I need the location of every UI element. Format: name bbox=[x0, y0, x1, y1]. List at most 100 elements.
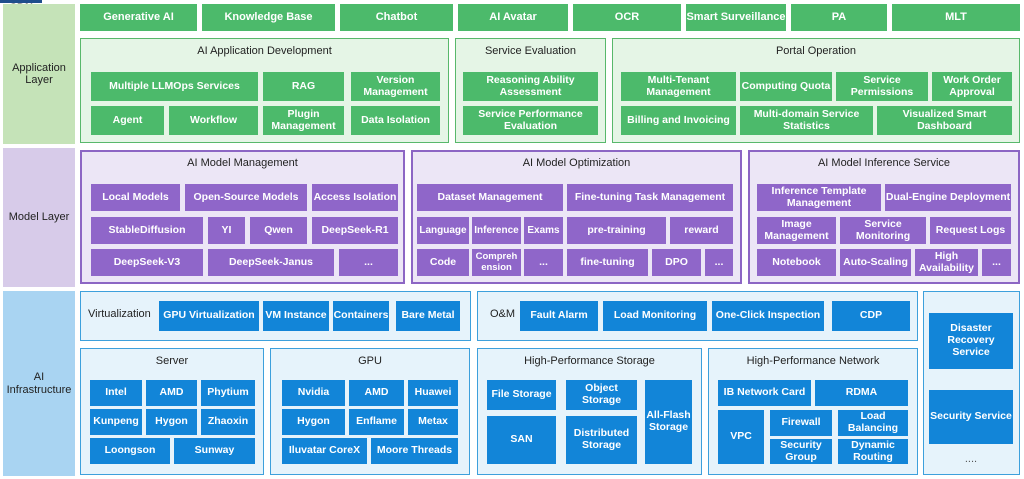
model-inf-dual-engine[interactable]: Dual-Engine Deployment bbox=[885, 184, 1011, 211]
server-hygon[interactable]: Hygon bbox=[146, 409, 197, 435]
om-one-click-inspection[interactable]: One-Click Inspection bbox=[712, 301, 824, 331]
model-opt-more-1[interactable]: ... bbox=[524, 249, 563, 276]
gpu-enflame[interactable]: Enflame bbox=[349, 409, 404, 435]
model-deepseek-janus[interactable]: DeepSeek-Janus bbox=[208, 249, 334, 276]
server-amd[interactable]: AMD bbox=[146, 380, 197, 406]
model-opt-language[interactable]: Language bbox=[417, 217, 469, 244]
model-inf-request-logs[interactable]: Request Logs bbox=[930, 217, 1011, 244]
gpu-amd[interactable]: AMD bbox=[349, 380, 404, 406]
model-opt-reward[interactable]: reward bbox=[670, 217, 733, 244]
model-opt-dpo[interactable]: DPO bbox=[652, 249, 701, 276]
server-sunway[interactable]: Sunway bbox=[174, 438, 255, 464]
model-yi[interactable]: YI bbox=[208, 217, 245, 244]
model-opt-fine-tuning[interactable]: fine-tuning bbox=[567, 249, 648, 276]
model-opt-more-2[interactable]: ... bbox=[705, 249, 733, 276]
model-deepseek-r1[interactable]: DeepSeek-R1 bbox=[312, 217, 398, 244]
storage-title: High-Performance Storage bbox=[524, 355, 655, 367]
app-dev-agent[interactable]: Agent bbox=[91, 106, 164, 135]
model-opt-finetuning-task[interactable]: Fine-tuning Task Management bbox=[567, 184, 733, 211]
portal-multi-domain-stats[interactable]: Multi-domain Service Statistics bbox=[740, 106, 873, 135]
network-rdma[interactable]: RDMA bbox=[815, 380, 908, 406]
network-load-balancing[interactable]: Load Balancing bbox=[838, 410, 908, 436]
model-opt-comprehension[interactable]: Comprehension bbox=[472, 249, 521, 276]
model-inf-template-management[interactable]: Inference Template Management bbox=[757, 184, 881, 211]
gpu-iluvatar-corex[interactable]: Iluvatar CoreX bbox=[282, 438, 367, 464]
portal-work-order-approval[interactable]: Work Order Approval bbox=[932, 72, 1012, 101]
model-inf-high-availability[interactable]: High Availability bbox=[915, 249, 978, 276]
om-load-monitoring[interactable]: Load Monitoring bbox=[603, 301, 707, 331]
portal-multi-tenant[interactable]: Multi-Tenant Management bbox=[621, 72, 736, 101]
server-zhaoxin[interactable]: Zhaoxin bbox=[201, 409, 255, 435]
app-dev-data-isolation[interactable]: Data Isolation bbox=[351, 106, 440, 135]
model-inf-image-management[interactable]: Image Management bbox=[757, 217, 836, 244]
model-opt-exams[interactable]: Exams bbox=[524, 217, 563, 244]
portal-computing-quota[interactable]: Computing Quota bbox=[740, 72, 832, 101]
server-loongson[interactable]: Loongson bbox=[90, 438, 170, 464]
model-mgmt-title: AI Model Management bbox=[187, 157, 298, 169]
model-open-source-models[interactable]: Open-Source Models bbox=[185, 184, 307, 211]
gpu-nvidia[interactable]: Nvidia bbox=[282, 380, 345, 406]
server-intel[interactable]: Intel bbox=[90, 380, 142, 406]
server-kunpeng[interactable]: Kunpeng bbox=[90, 409, 142, 435]
model-inf-more[interactable]: ... bbox=[982, 249, 1011, 276]
model-inf-notebook[interactable]: Notebook bbox=[757, 249, 836, 276]
app-ai-avatar[interactable]: AI Avatar bbox=[458, 4, 568, 31]
app-ocr[interactable]: OCR bbox=[573, 4, 681, 31]
security-service[interactable]: Security Service bbox=[929, 390, 1013, 444]
app-chatbot[interactable]: Chatbot bbox=[340, 4, 453, 31]
model-inf-service-monitoring[interactable]: Service Monitoring bbox=[840, 217, 926, 244]
app-knowledge-base[interactable]: Knowledge Base bbox=[202, 4, 335, 31]
app-dev-title: AI Application Development bbox=[197, 45, 332, 57]
virt-title: Virtualization bbox=[88, 308, 151, 320]
model-opt-pre-training[interactable]: pre-training bbox=[567, 217, 666, 244]
service-eval-reasoning[interactable]: Reasoning Ability Assessment bbox=[463, 72, 598, 101]
virt-vm-instance[interactable]: VM Instance bbox=[263, 301, 329, 331]
network-security-group[interactable]: Security Group bbox=[770, 439, 832, 464]
model-access-isolation[interactable]: Access Isolation bbox=[312, 184, 398, 211]
gpu-moore-threads[interactable]: Moore Threads bbox=[371, 438, 458, 464]
disaster-recovery-service[interactable]: Disaster Recovery Service bbox=[929, 313, 1013, 369]
storage-distributed[interactable]: Distributed Storage bbox=[566, 416, 637, 464]
om-fault-alarm[interactable]: Fault Alarm bbox=[520, 301, 598, 331]
model-opt-dataset-management[interactable]: Dataset Management bbox=[417, 184, 563, 211]
virt-gpu-virtualization[interactable]: GPU Virtualization bbox=[159, 301, 259, 331]
gpu-hygon[interactable]: Hygon bbox=[282, 409, 345, 435]
app-generative-ai[interactable]: Generative AI bbox=[80, 4, 197, 31]
model-qwen[interactable]: Qwen bbox=[250, 217, 307, 244]
model-inf-auto-scaling[interactable]: Auto-Scaling bbox=[840, 249, 911, 276]
model-mgmt-more[interactable]: ... bbox=[339, 249, 398, 276]
gpu-huawei[interactable]: Huawei bbox=[408, 380, 458, 406]
om-cdp[interactable]: CDP bbox=[832, 301, 910, 331]
portal-service-permissions[interactable]: Service Permissions bbox=[836, 72, 928, 101]
model-stablediffusion[interactable]: StableDiffusion bbox=[91, 217, 203, 244]
model-opt-code[interactable]: Code bbox=[417, 249, 469, 276]
storage-object[interactable]: Object Storage bbox=[566, 380, 637, 410]
portal-billing-invoicing[interactable]: Billing and Invoicing bbox=[621, 106, 736, 135]
app-dev-llmops[interactable]: Multiple LLMOps Services bbox=[91, 72, 258, 101]
app-dev-plugin-management[interactable]: Plugin Management bbox=[263, 106, 344, 135]
service-eval-performance[interactable]: Service Performance Evaluation bbox=[463, 106, 598, 135]
app-smart-surveillance[interactable]: Smart Surveillance bbox=[686, 4, 786, 31]
gpu-metax[interactable]: Metax bbox=[408, 409, 458, 435]
app-dev-rag[interactable]: RAG bbox=[263, 72, 344, 101]
virt-containers[interactable]: Containers bbox=[333, 301, 389, 331]
virt-bare-metal[interactable]: Bare Metal bbox=[396, 301, 460, 331]
portal-op-title: Portal Operation bbox=[775, 45, 857, 57]
network-ib-card[interactable]: IB Network Card bbox=[718, 380, 811, 406]
network-dynamic-routing[interactable]: Dynamic Routing bbox=[838, 439, 908, 464]
model-local-models[interactable]: Local Models bbox=[91, 184, 180, 211]
app-mlt[interactable]: MLT bbox=[892, 4, 1020, 31]
app-dev-version-management[interactable]: Version Management bbox=[351, 72, 440, 101]
network-vpc[interactable]: VPC bbox=[718, 410, 764, 464]
app-pa[interactable]: PA bbox=[791, 4, 887, 31]
storage-san[interactable]: SAN bbox=[487, 416, 556, 464]
om-title: O&M bbox=[490, 308, 516, 320]
storage-file[interactable]: File Storage bbox=[487, 380, 556, 410]
network-firewall[interactable]: Firewall bbox=[770, 410, 832, 436]
model-deepseek-v3[interactable]: DeepSeek-V3 bbox=[91, 249, 203, 276]
app-dev-workflow[interactable]: Workflow bbox=[169, 106, 258, 135]
server-phytium[interactable]: Phytium bbox=[201, 380, 255, 406]
storage-all-flash[interactable]: All-Flash Storage bbox=[645, 380, 692, 464]
portal-smart-dashboard[interactable]: Visualized Smart Dashboard bbox=[877, 106, 1012, 135]
model-opt-inference[interactable]: Inference bbox=[472, 217, 521, 244]
